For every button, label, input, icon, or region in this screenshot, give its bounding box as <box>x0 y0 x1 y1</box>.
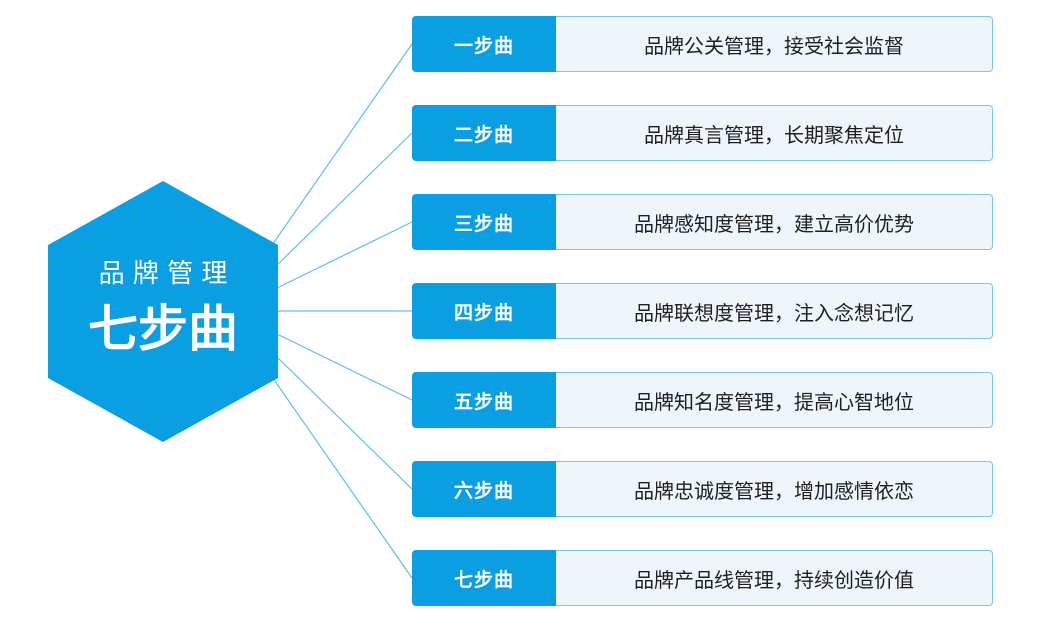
step-3-label: 三步曲 <box>412 194 556 250</box>
connector-line-2 <box>273 132 413 269</box>
step-5-description: 品牌知名度管理，提高心智地位 <box>556 372 993 428</box>
connector-line-7 <box>269 373 413 579</box>
step-7-description: 品牌产品线管理，持续创造价值 <box>556 550 993 606</box>
connector-line-3 <box>276 221 413 289</box>
step-1-description: 品牌公关管理，接受社会监督 <box>556 16 993 72</box>
step-6-description: 品牌忠诚度管理，增加感情依恋 <box>556 461 993 517</box>
step-4-description: 品牌联想度管理，注入念想记忆 <box>556 283 993 339</box>
hub-hexagon <box>48 181 278 442</box>
step-4-label: 四步曲 <box>412 283 556 339</box>
step-3-description: 品牌感知度管理，建立高价优势 <box>556 194 993 250</box>
step-7-label: 七步曲 <box>412 550 556 606</box>
step-2-description: 品牌真言管理，长期聚焦定位 <box>556 105 993 161</box>
connector-line-6 <box>273 353 413 490</box>
connector-line-1 <box>269 43 413 249</box>
hub-title: 七步曲 <box>88 300 238 358</box>
step-5-label: 五步曲 <box>412 372 556 428</box>
connector-lines <box>269 43 413 579</box>
step-2-label: 二步曲 <box>412 105 556 161</box>
hub-subtitle: 品 牌 管 理 <box>99 259 228 289</box>
connector-line-5 <box>276 333 413 401</box>
step-6-label: 六步曲 <box>412 461 556 517</box>
step-1-label: 一步曲 <box>412 16 556 72</box>
